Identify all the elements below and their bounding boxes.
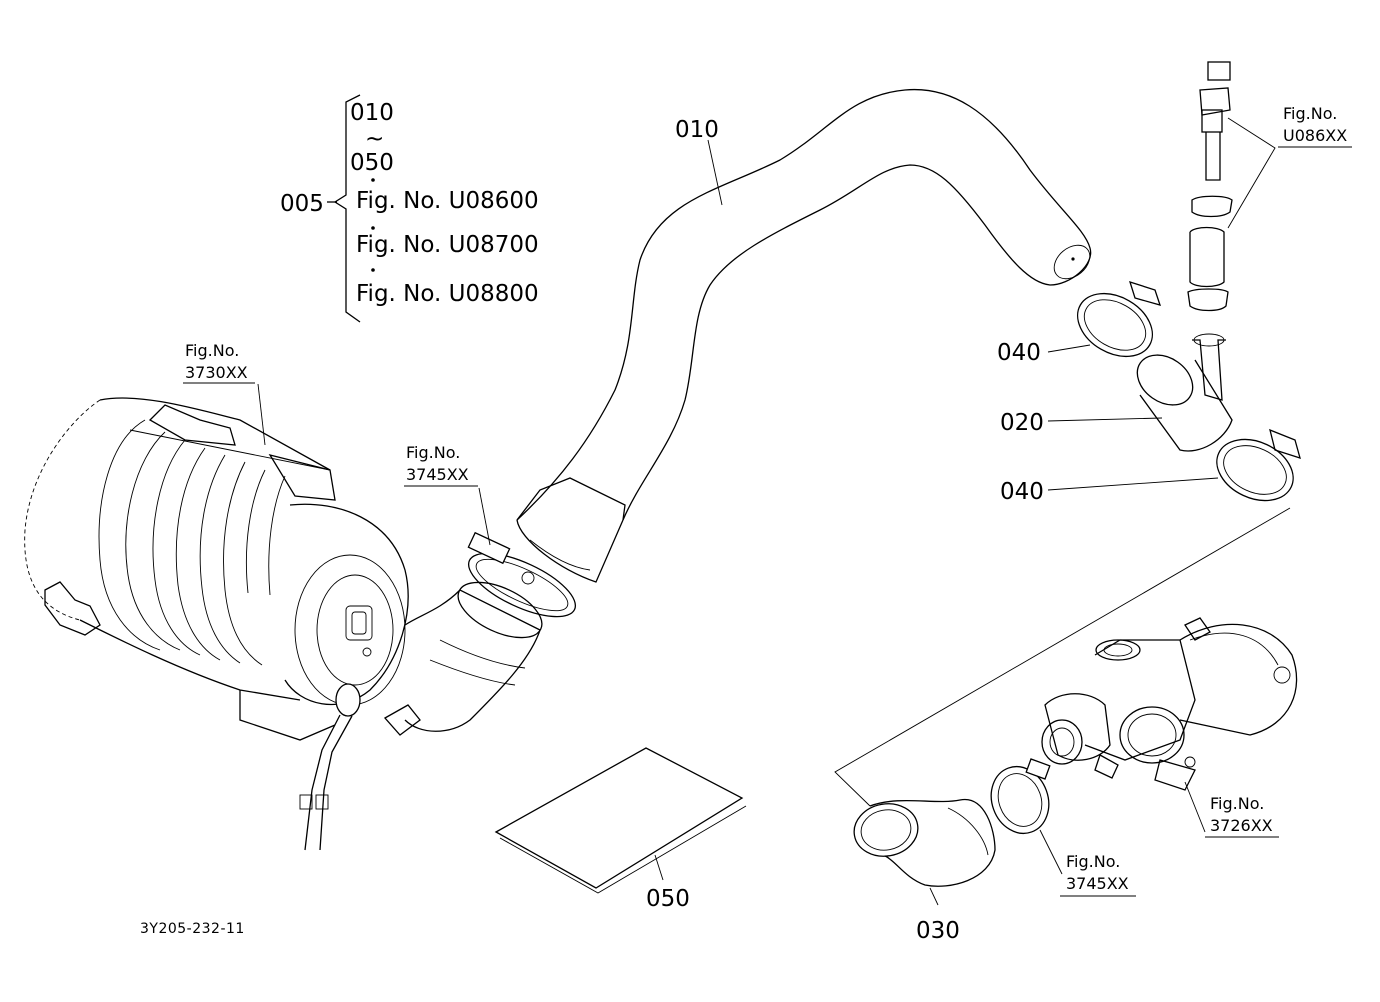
fig-ref-3745xx-lower-number: 3745XX [1066,874,1129,893]
leader-3730xx [257,383,266,446]
fig-ref-3745xx-upper-label: Fig.No. [406,443,460,462]
leader-050 [654,854,664,881]
fig-ref-u08600: Fig. No. U08600 [356,188,539,214]
leader-020 [1047,417,1163,422]
leader-3726xx [1184,781,1206,833]
callout-005: 005 [280,191,324,217]
fig-ref-u08800: Fig. No. U08800 [356,281,539,307]
air-cleaner-elbow-outlet [404,581,543,732]
leader-040-upper [1047,344,1091,353]
callout-050: 050 [646,886,690,912]
hose-clamp-upper-left [467,531,577,618]
callout-040-upper: 040 [997,340,1041,366]
elbow-hose-030 [853,798,996,887]
hose-clamp-lower [990,758,1051,835]
turbocharger-assembly [1041,617,1298,791]
fig-ref-3730xx-number: 3730XX [185,363,248,382]
callout-010: 010 [675,117,719,143]
leader-3745xx-lower [1039,829,1063,875]
connection-line-turbo-to-intake [834,507,1291,807]
fig-ref-3730xx-label: Fig.No. [185,341,239,360]
fig-ref-u086xx-number: U086XX [1283,126,1347,145]
drawing-code: 3Y205-232-11 [140,921,245,937]
connector-pipe-020 [1136,333,1233,452]
fig-ref-3726xx-label: Fig.No. [1210,794,1264,813]
fig-ref-3726xx-number: 3726XX [1210,816,1273,835]
callout-030: 030 [916,918,960,944]
leader-010 [707,139,723,206]
fig-ref-u08700: Fig. No. U08700 [356,232,539,258]
leader-3745xx-upper [478,487,491,546]
leader-030 [929,887,939,906]
intake-sensor-assembly [1187,61,1233,312]
callout-040-lower: 040 [1000,479,1044,505]
fig-ref-3745xx-lower-label: Fig.No. [1066,852,1120,871]
leader-u086xx [1227,117,1276,229]
fig-ref-u086xx-label: Fig.No. [1283,104,1337,123]
callout-050-range-end: 050 [350,150,394,176]
assembly-bracket-005 [327,94,375,323]
air-cleaner-assembly [24,397,421,851]
fig-ref-3745xx-upper-number: 3745XX [406,465,469,484]
intake-hose-010 [516,88,1092,583]
leader-040-lower [1047,477,1219,491]
hose-clamp-040-upper [1076,280,1162,358]
callout-010-range-start: 010 [350,100,394,126]
hose-clamp-040-lower [1216,428,1301,502]
callout-020: 020 [1000,410,1044,436]
callout-range-tilde: ~ [365,126,384,152]
instruction-booklet-050 [494,747,747,894]
